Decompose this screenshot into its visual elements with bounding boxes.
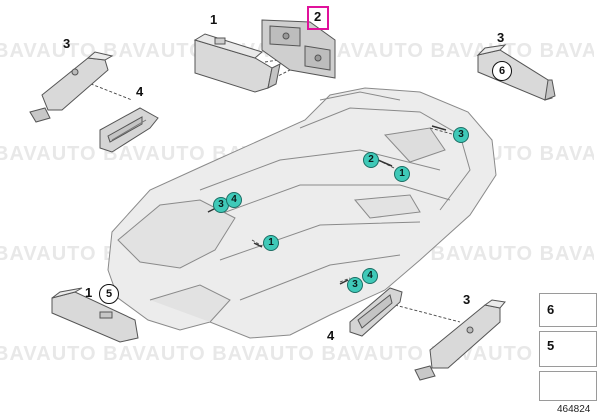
part-1-bottomleft xyxy=(51,287,139,343)
callout-1-bottomleft: 1 xyxy=(85,285,93,300)
callout-5-circle: 5 xyxy=(99,284,119,304)
connector-marks xyxy=(207,125,447,285)
car-underbody xyxy=(107,87,497,339)
badge-1-center: 1 xyxy=(394,166,410,182)
callout-4-topleft: 4 xyxy=(136,84,144,99)
callout-1-top: 1 xyxy=(210,12,218,27)
callout-4-bottom: 4 xyxy=(327,328,335,343)
part-3-topright xyxy=(476,44,556,101)
legend-number-5: 5 xyxy=(547,338,555,353)
callout-2-highlighted: 2 xyxy=(314,9,322,24)
callout-3-bottomright: 3 xyxy=(463,292,471,307)
legend-item-wedge xyxy=(539,371,597,401)
diagram-id: 464824 xyxy=(557,404,591,415)
part-4-bottom xyxy=(349,287,403,337)
part-2-bracket xyxy=(261,19,336,79)
badge-4-lower: 4 xyxy=(362,268,378,284)
part-3-topleft xyxy=(29,51,114,123)
legend-item-5: 5 xyxy=(539,331,597,367)
badge-2-center: 2 xyxy=(363,152,379,168)
callout-3-topright: 3 xyxy=(497,30,505,45)
badge-3-rear: 3 xyxy=(453,127,469,143)
callout-6-circle: 6 xyxy=(492,61,512,81)
callout-3-topleft: 3 xyxy=(63,36,71,51)
badge-3-lower: 3 xyxy=(347,277,363,293)
part-4-topleft xyxy=(99,107,159,153)
legend-number-6: 6 xyxy=(547,302,555,317)
highlight-box xyxy=(307,6,329,30)
badge-4-left: 4 xyxy=(226,192,242,208)
badge-1-front: 1 xyxy=(263,235,279,251)
legend-item-6: 6 xyxy=(539,293,597,327)
part-1-top xyxy=(193,33,281,93)
part-3-bottomright xyxy=(414,299,506,381)
